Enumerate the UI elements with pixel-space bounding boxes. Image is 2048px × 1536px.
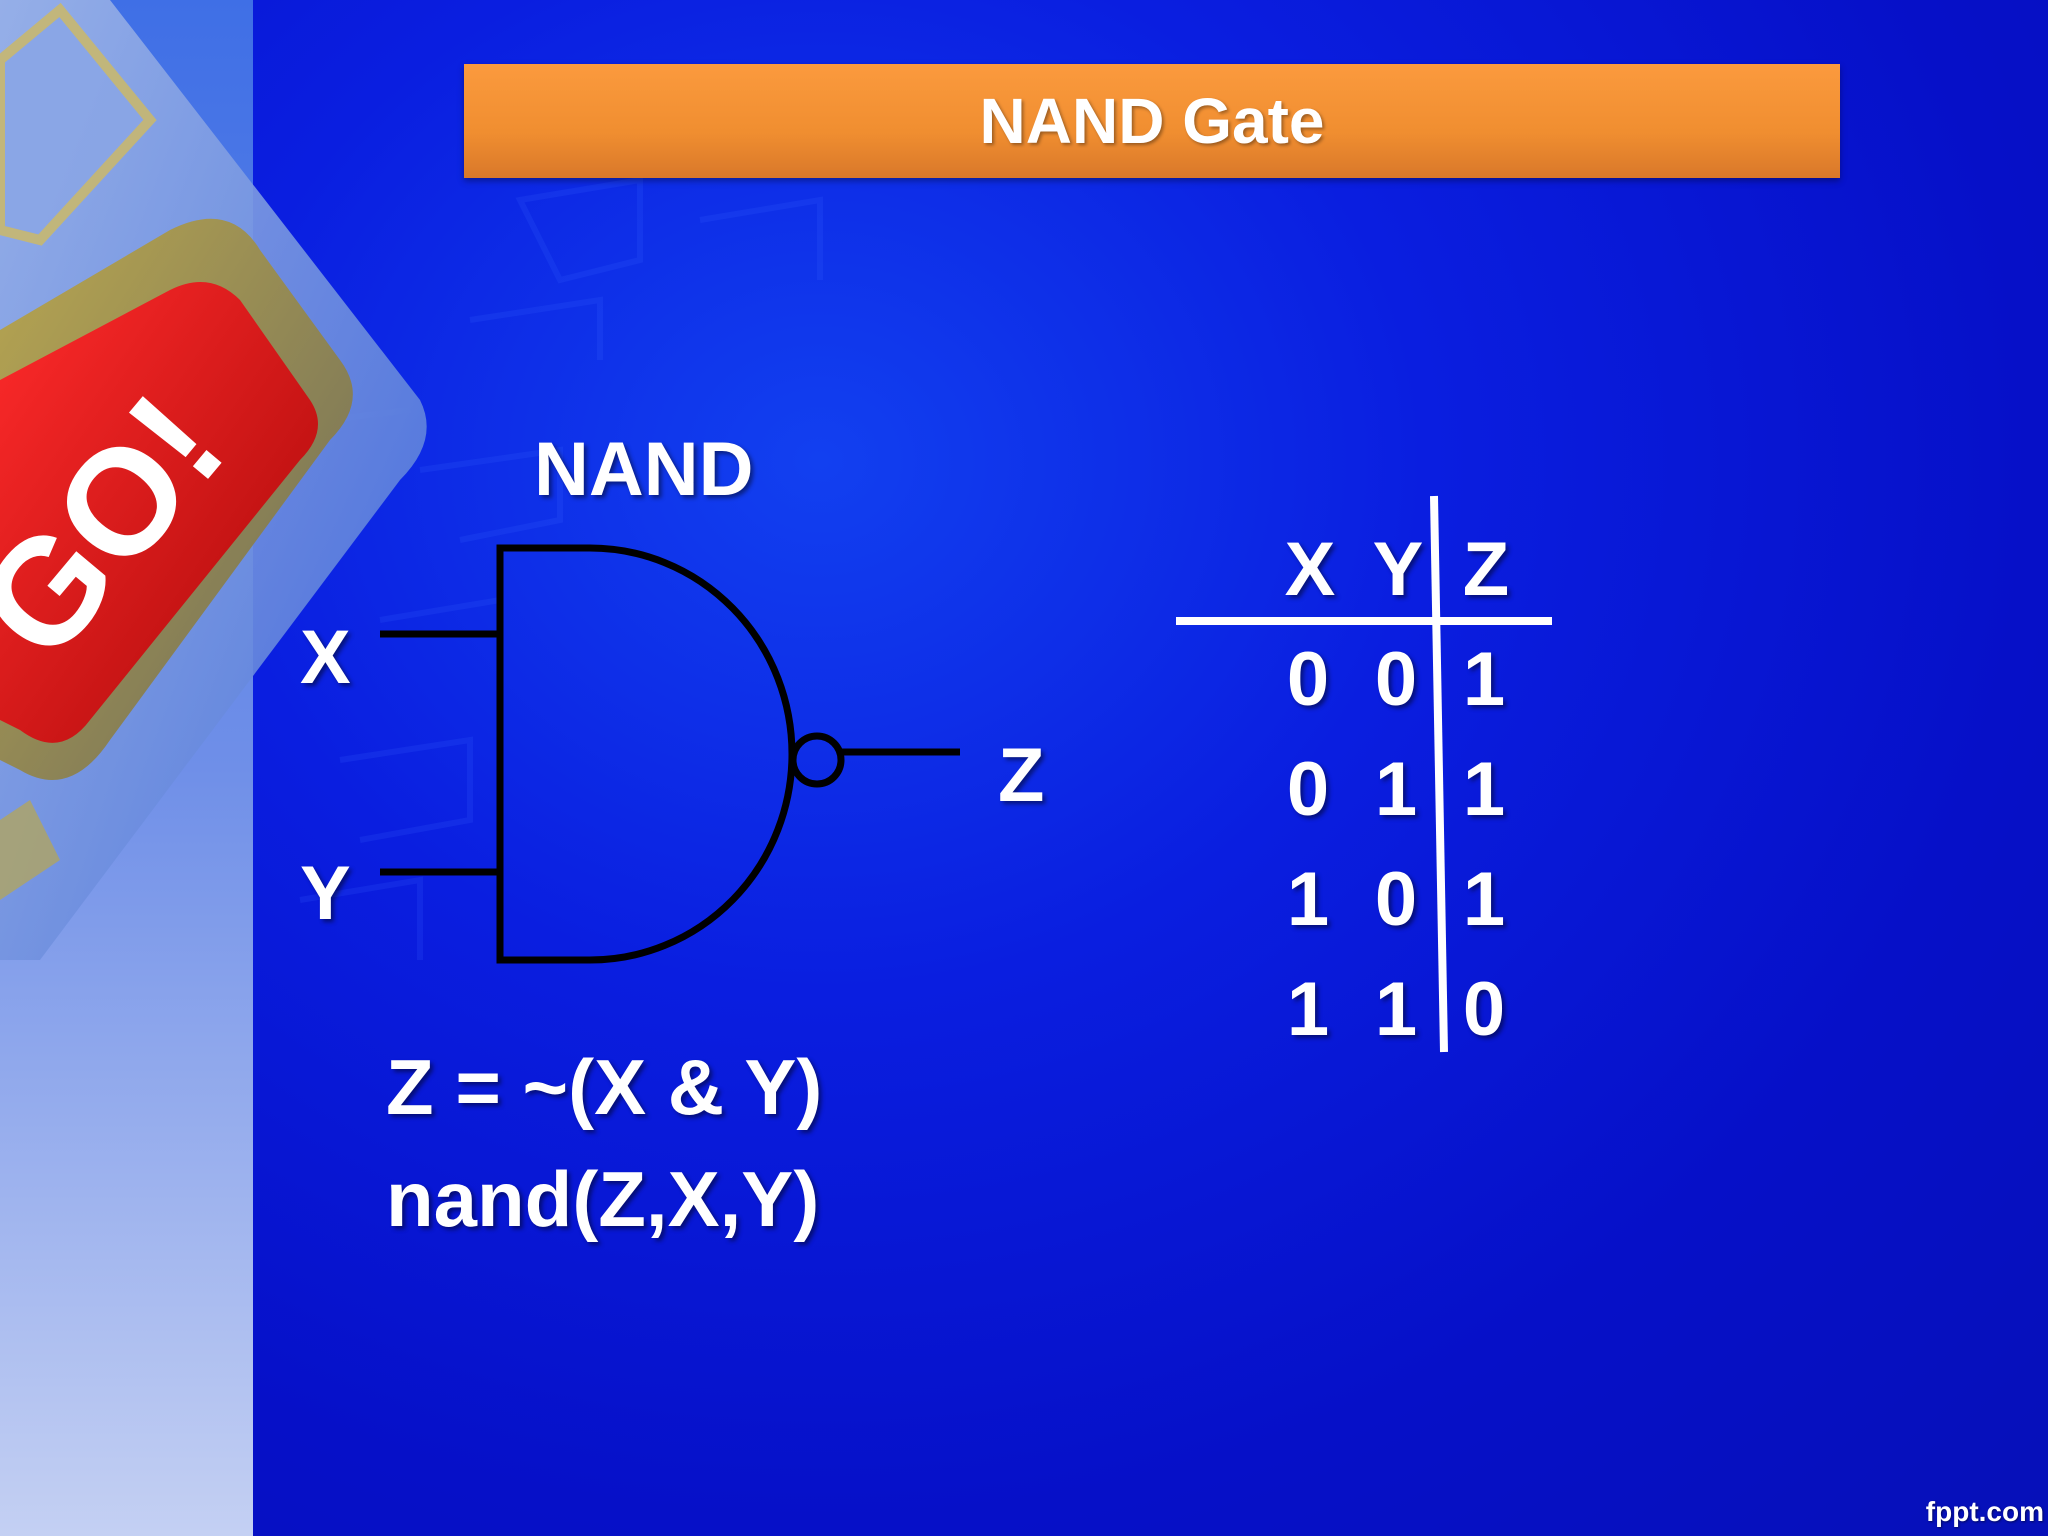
go-button-graphic: GO! [0, 0, 427, 960]
verilog-statement: nand(Z,X,Y) [386, 1155, 820, 1243]
truth-table-header: Z [1462, 527, 1510, 612]
slide-title: NAND Gate [979, 85, 1325, 157]
input-x-label: X [300, 615, 351, 700]
truth-table-cell: 0 [1462, 967, 1506, 1052]
truth-table-cell: 1 [1286, 857, 1330, 942]
output-z-label: Z [998, 733, 1045, 818]
input-y-label: Y [300, 851, 351, 936]
truth-table-cell: 1 [1462, 747, 1506, 832]
truth-table-cell: 0 [1286, 637, 1330, 722]
gate-name-label: NAND [534, 427, 754, 512]
truth-table-cell: 1 [1462, 637, 1506, 722]
boolean-equation: Z = ~(X & Y) [386, 1043, 823, 1131]
truth-table-cell: 1 [1374, 967, 1418, 1052]
title-bar: NAND Gate [464, 64, 1840, 178]
truth-table-cell: 1 [1374, 747, 1418, 832]
truth-table-cell: 1 [1286, 967, 1330, 1052]
truth-table-cell: 1 [1462, 857, 1506, 942]
truth-table-header: Y [1372, 527, 1424, 612]
truth-table-cell: 0 [1374, 857, 1418, 942]
truth-table-cell: 0 [1286, 747, 1330, 832]
truth-table-cell: 0 [1374, 637, 1418, 722]
inversion-bubble [789, 732, 845, 788]
truth-table-output-divider [1430, 495, 1448, 1053]
truth-table-header: X [1284, 527, 1336, 612]
footer-watermark: fppt.com [1925, 1496, 2044, 1527]
